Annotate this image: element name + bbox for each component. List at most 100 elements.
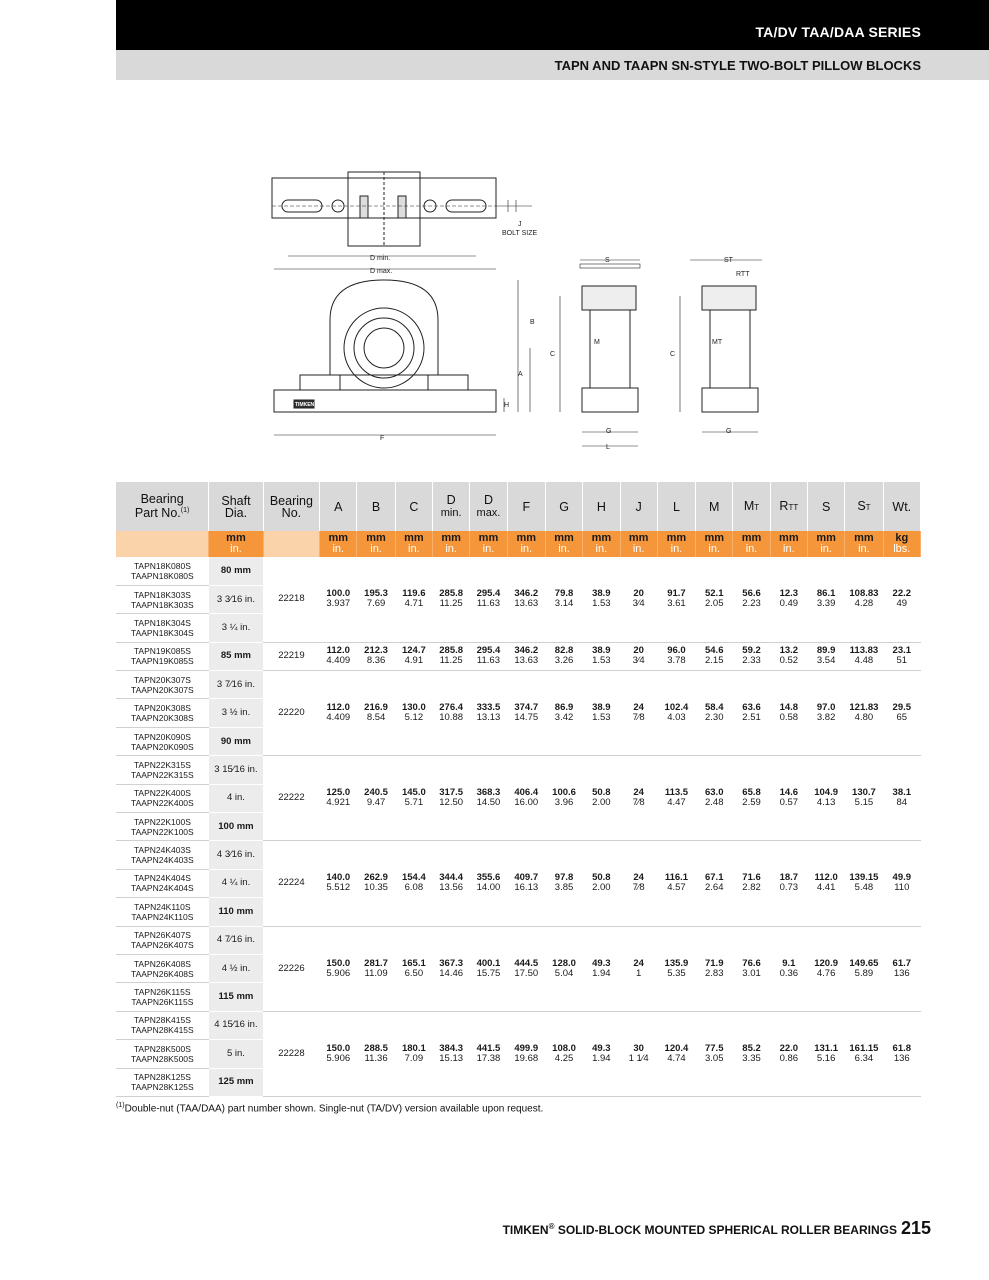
col-wt: Wt. [883, 482, 922, 531]
shaft-diameter: 4 3⁄16 in. [208, 840, 264, 870]
shaft-diameter: 110 mm [208, 897, 264, 927]
part-number: TAPN20K308S TAAPN20K308S [116, 698, 209, 728]
col-m: M [695, 482, 734, 531]
part-number: TAPN26K115S TAAPN26K115S [116, 982, 209, 1012]
shaft-diameter: 3 7⁄16 in. [208, 670, 264, 700]
shaft-diameter: 3 ½ in. [208, 698, 264, 728]
bearing-number: 22219 [263, 642, 320, 672]
shaft-diameter: 4 ½ in. [208, 954, 264, 984]
part-number: TAPN19K085S TAAPN19K085S [116, 642, 209, 672]
bearing-number: 22228 [263, 1011, 320, 1097]
label-c: C [550, 351, 555, 358]
part-number: TAPN24K403S TAAPN24K403S [116, 840, 209, 870]
label-f: F [380, 435, 384, 442]
col-a: A [319, 482, 358, 531]
shaft-diameter: 80 mm [208, 557, 264, 586]
spec-table: Bearing Part No.(1) Shaft Dia. Bearing N… [116, 482, 922, 1097]
shaft-diameter: 115 mm [208, 982, 264, 1012]
part-number: TAPN18K080S TAAPN18K080S [116, 557, 209, 586]
col-c: C [395, 482, 434, 531]
shaft-diameter: 125 mm [208, 1068, 264, 1097]
shaft-diameter: 4 in. [208, 784, 264, 814]
label-g2: G [726, 428, 731, 435]
part-number: TAPN24K404S TAAPN24K404S [116, 869, 209, 899]
label-b: B [530, 319, 535, 326]
label-l: L [606, 444, 610, 451]
label-mt: MT [712, 339, 723, 346]
shaft-diameter: 4 15⁄16 in. [208, 1011, 264, 1041]
col-b: B [356, 482, 396, 531]
series-header-bar: TA/DV TAA/DAA SERIES [116, 0, 989, 50]
col-j: J [620, 482, 658, 531]
part-number: TAPN18K304S TAAPN18K304S [116, 613, 209, 643]
shaft-diameter: 4 7⁄16 in. [208, 926, 264, 955]
col-st: ST [844, 482, 884, 531]
part-number: TAPN20K307S TAAPN20K307S [116, 670, 209, 700]
shaft-diameter: 85 mm [208, 642, 264, 672]
shaft-diameter: 5 in. [208, 1039, 264, 1069]
